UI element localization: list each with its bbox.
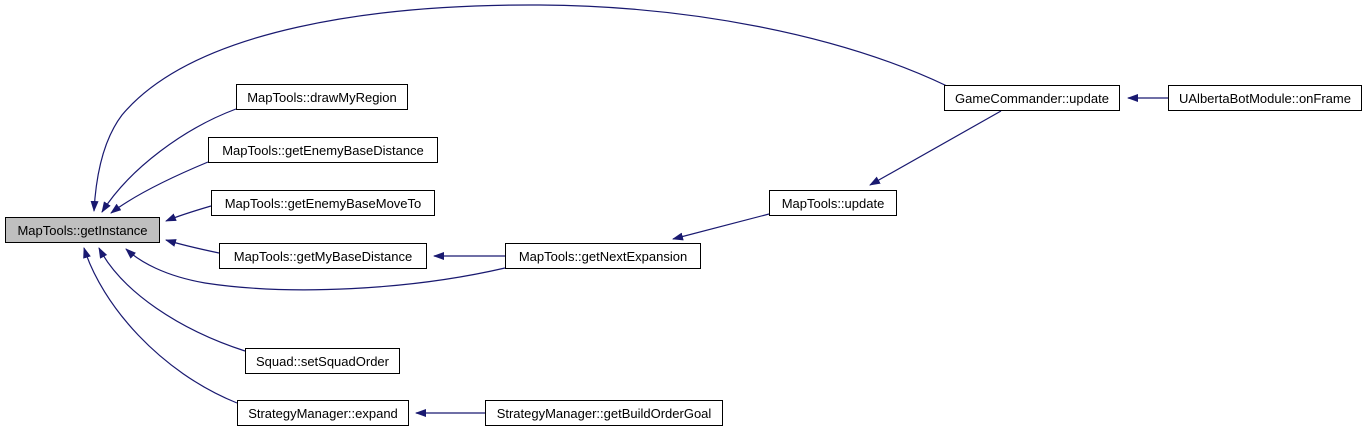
node-label: MapTools::getInstance [17, 222, 148, 238]
node-maptools-getnextexpansion[interactable]: MapTools::getNextExpansion [505, 243, 701, 269]
node-label: MapTools::getEnemyBaseDistance [222, 142, 424, 158]
node-maptools-getmybasedistance[interactable]: MapTools::getMyBaseDistance [219, 243, 427, 269]
node-label: MapTools::update [781, 195, 885, 211]
edge-maptools-update-to-getnextexpansion [672, 213, 770, 241]
node-label: UAlbertaBotModule::onFrame [1179, 90, 1351, 106]
edge-getenemybasedistance-to-getinstance [110, 161, 209, 214]
node-strategymanager-expand[interactable]: StrategyManager::expand [237, 400, 409, 426]
node-label: MapTools::getEnemyBaseMoveTo [224, 195, 422, 211]
node-label: GameCommander::update [955, 90, 1109, 106]
node-label: MapTools::drawMyRegion [247, 89, 397, 105]
node-maptools-update[interactable]: MapTools::update [769, 190, 897, 216]
edge-drawmyregion-to-getinstance [101, 108, 237, 213]
edge-setsquadorder-to-getinstance [98, 247, 246, 352]
node-label: Squad::setSquadOrder [256, 353, 389, 369]
node-ualbertabotmodule-onframe[interactable]: UAlbertaBotModule::onFrame [1168, 85, 1362, 111]
node-maptools-getenemybasemoveto[interactable]: MapTools::getEnemyBaseMoveTo [211, 190, 435, 216]
node-maptools-getenemybasedistance[interactable]: MapTools::getEnemyBaseDistance [208, 137, 438, 163]
node-maptools-drawmyregion[interactable]: MapTools::drawMyRegion [236, 84, 408, 110]
edge-strategymanager-expand-to-getinstance [83, 247, 238, 404]
node-gamecommander-update[interactable]: GameCommander::update [944, 85, 1120, 111]
edge-gamecommander-update-to-maptools-update [869, 110, 1002, 186]
node-maptools-getinstance[interactable]: MapTools::getInstance [5, 217, 160, 243]
node-label: StrategyManager::getBuildOrderGoal [496, 405, 712, 421]
node-label: MapTools::getNextExpansion [518, 248, 688, 264]
edge-gamecommander-update-to-getinstance [90, 4, 948, 212]
node-label: MapTools::getMyBaseDistance [233, 248, 413, 264]
edge-getenemybasemoveto-to-getinstance [165, 205, 212, 222]
edge-getnextexpansion-to-getinstance [125, 248, 506, 291]
node-strategymanager-getbuildordergoal[interactable]: StrategyManager::getBuildOrderGoal [485, 400, 723, 426]
node-squad-setsquadorder[interactable]: Squad::setSquadOrder [245, 348, 400, 374]
node-label: StrategyManager::expand [248, 405, 398, 421]
edge-getmybasedistance-to-getinstance [165, 239, 220, 254]
